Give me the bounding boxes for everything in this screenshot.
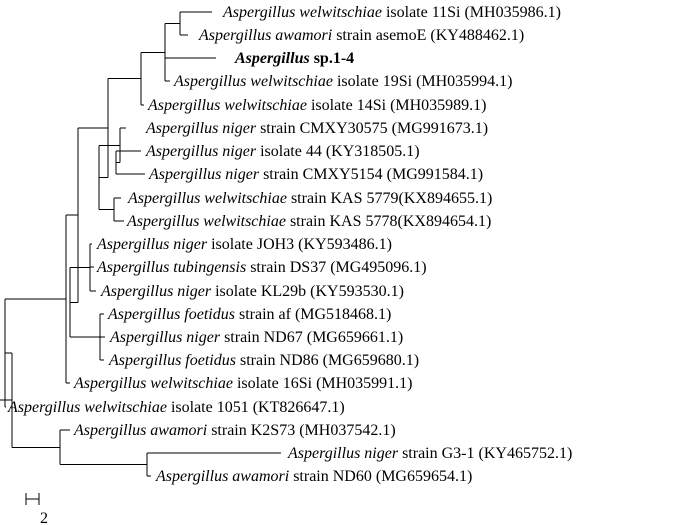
species-name: welwitschiae xyxy=(200,190,287,207)
strain-accession: isolate 11Si (MH035986.1) xyxy=(382,4,561,21)
genus-name: Aspergillus xyxy=(145,120,218,137)
species-name: niger xyxy=(221,166,260,183)
genus-name: Aspergillus xyxy=(147,97,220,114)
species-name: niger xyxy=(173,283,212,300)
species-name: niger xyxy=(218,143,257,160)
genus-name: Aspergillus xyxy=(100,283,173,300)
species-name: foetidus xyxy=(180,306,235,323)
genus-name: Aspergillus xyxy=(287,445,360,462)
taxon-label: Aspergillus welwitschiae isolate 16Si (M… xyxy=(73,375,413,392)
taxon-label: Aspergillus awamori strain K2S73 (MH0375… xyxy=(73,422,396,439)
species-name: tubingensis xyxy=(169,259,246,276)
genus-name: Aspergillus xyxy=(222,4,295,21)
taxon-label: Aspergillus welwitschiae strain KAS 5779… xyxy=(127,190,492,207)
genus-name: Aspergillus xyxy=(234,50,310,67)
strain-accession: strain ND86 (MG659680.1) xyxy=(236,352,419,369)
strain-accession: isolate 44 (KY318505.1) xyxy=(256,143,420,160)
strain-accession: strain KAS 5778(KX894654.1) xyxy=(286,213,491,230)
taxon-label: Aspergillus welwitschiae isolate 14Si (M… xyxy=(147,97,487,114)
strain-accession: isolate 19Si (MH035994.1) xyxy=(333,73,513,90)
genus-name: Aspergillus xyxy=(108,352,181,369)
species-name: welwitschiae xyxy=(146,375,233,392)
species-name: niger xyxy=(169,236,208,253)
tree-branches xyxy=(0,11,281,477)
genus-name: Aspergillus xyxy=(155,468,228,485)
taxon-label: Aspergillus foetidus strain af (MG518468… xyxy=(107,306,391,323)
species-name: niger xyxy=(182,329,221,346)
taxon-label: Aspergillus welwitschiae isolate 19Si (M… xyxy=(173,73,513,90)
species-name: niger xyxy=(360,445,399,462)
species-name: welwitschiae xyxy=(199,213,286,230)
taxon-label: Aspergillus niger isolate KL29b (KY59353… xyxy=(100,283,404,300)
species-name: awamori xyxy=(228,468,289,485)
species-name: welwitschiae xyxy=(220,97,307,114)
strain-accession: isolate JOH3 (KY593486.1) xyxy=(207,236,392,253)
strain-accession: strain af (MG518468.1) xyxy=(235,306,391,323)
taxon-label: Aspergillus welwitschiae isolate 1051 (K… xyxy=(7,399,345,416)
genus-name: Aspergillus xyxy=(73,375,146,392)
strain-accession: strain CMXY5154 (MG991584.1) xyxy=(259,166,483,183)
strain-accession: strain G3-1 (KY465752.1) xyxy=(398,445,572,462)
taxon-label: Aspergillus awamori strain ND60 (MG65965… xyxy=(155,468,472,485)
taxon-label: Aspergillus tubingensis strain DS37 (MG4… xyxy=(96,259,427,276)
taxon-label: Aspergillus niger strain G3-1 (KY465752.… xyxy=(287,445,572,462)
species-name: welwitschiae xyxy=(246,73,333,90)
taxon-label: Aspergillus niger strain CMXY5154 (MG991… xyxy=(148,166,483,183)
genus-name: Aspergillus xyxy=(145,143,218,160)
strain-accession: strain K2S73 (MH037542.1) xyxy=(207,422,395,439)
strain-accession: isolate 1051 (KT826647.1) xyxy=(167,399,345,416)
strain-accession: isolate 14Si (MH035989.1) xyxy=(307,97,487,114)
species-name: awamori xyxy=(271,27,332,44)
species-name: welwitschiae xyxy=(295,4,382,21)
taxon-label: Aspergillus welwitschiae strain KAS 5778… xyxy=(126,213,491,230)
species-name: niger xyxy=(218,120,257,137)
strain-accession: strain CMXY30575 (MG991673.1) xyxy=(256,120,488,137)
taxon-label: Aspergillus awamori strain asemoE (KY488… xyxy=(198,27,524,44)
taxon-label: Aspergillus niger isolate 44 (KY318505.1… xyxy=(145,143,420,160)
species-name: awamori xyxy=(146,422,207,439)
genus-name: Aspergillus xyxy=(107,306,180,323)
genus-name: Aspergillus xyxy=(96,259,169,276)
genus-name: Aspergillus xyxy=(109,329,182,346)
strain-accession: strain asemoE (KY488462.1) xyxy=(332,27,524,44)
genus-name: Aspergillus xyxy=(7,399,80,416)
taxon-label: Aspergillus niger strain ND67 (MG659661.… xyxy=(109,329,403,346)
strain-accession: strain ND60 (MG659654.1) xyxy=(289,468,472,485)
genus-name: Aspergillus xyxy=(96,236,169,253)
taxon-label: Aspergillus niger isolate JOH3 (KY593486… xyxy=(96,236,392,253)
genus-name: Aspergillus xyxy=(127,190,200,207)
taxon-labels: Aspergillus welwitschiae isolate 11Si (M… xyxy=(7,4,572,485)
genus-name: Aspergillus xyxy=(173,73,246,90)
strain-accession: isolate KL29b (KY593530.1) xyxy=(211,283,404,300)
taxon-label-highlighted: Aspergillus sp.1-4 xyxy=(234,50,354,67)
genus-name: Aspergillus xyxy=(126,213,199,230)
strain-accession: strain ND67 (MG659661.1) xyxy=(220,329,403,346)
strain-accession: sp.1-4 xyxy=(310,50,354,67)
species-name: welwitschiae xyxy=(80,399,167,416)
genus-name: Aspergillus xyxy=(73,422,146,439)
taxon-label: Aspergillus welwitschiae isolate 11Si (M… xyxy=(222,4,561,21)
strain-accession: isolate 16Si (MH035991.1) xyxy=(233,375,413,392)
genus-name: Aspergillus xyxy=(198,27,271,44)
genus-name: Aspergillus xyxy=(148,166,221,183)
strain-accession: strain DS37 (MG495096.1) xyxy=(246,259,426,276)
strain-accession: strain KAS 5779(KX894655.1) xyxy=(287,190,492,207)
scale-bar-label: 2 xyxy=(40,510,48,525)
scale-bar: 2 xyxy=(25,493,48,525)
taxon-label: Aspergillus foetidus strain ND86 (MG6596… xyxy=(108,352,419,369)
species-name: foetidus xyxy=(181,352,236,369)
taxon-label: Aspergillus niger strain CMXY30575 (MG99… xyxy=(145,120,488,137)
